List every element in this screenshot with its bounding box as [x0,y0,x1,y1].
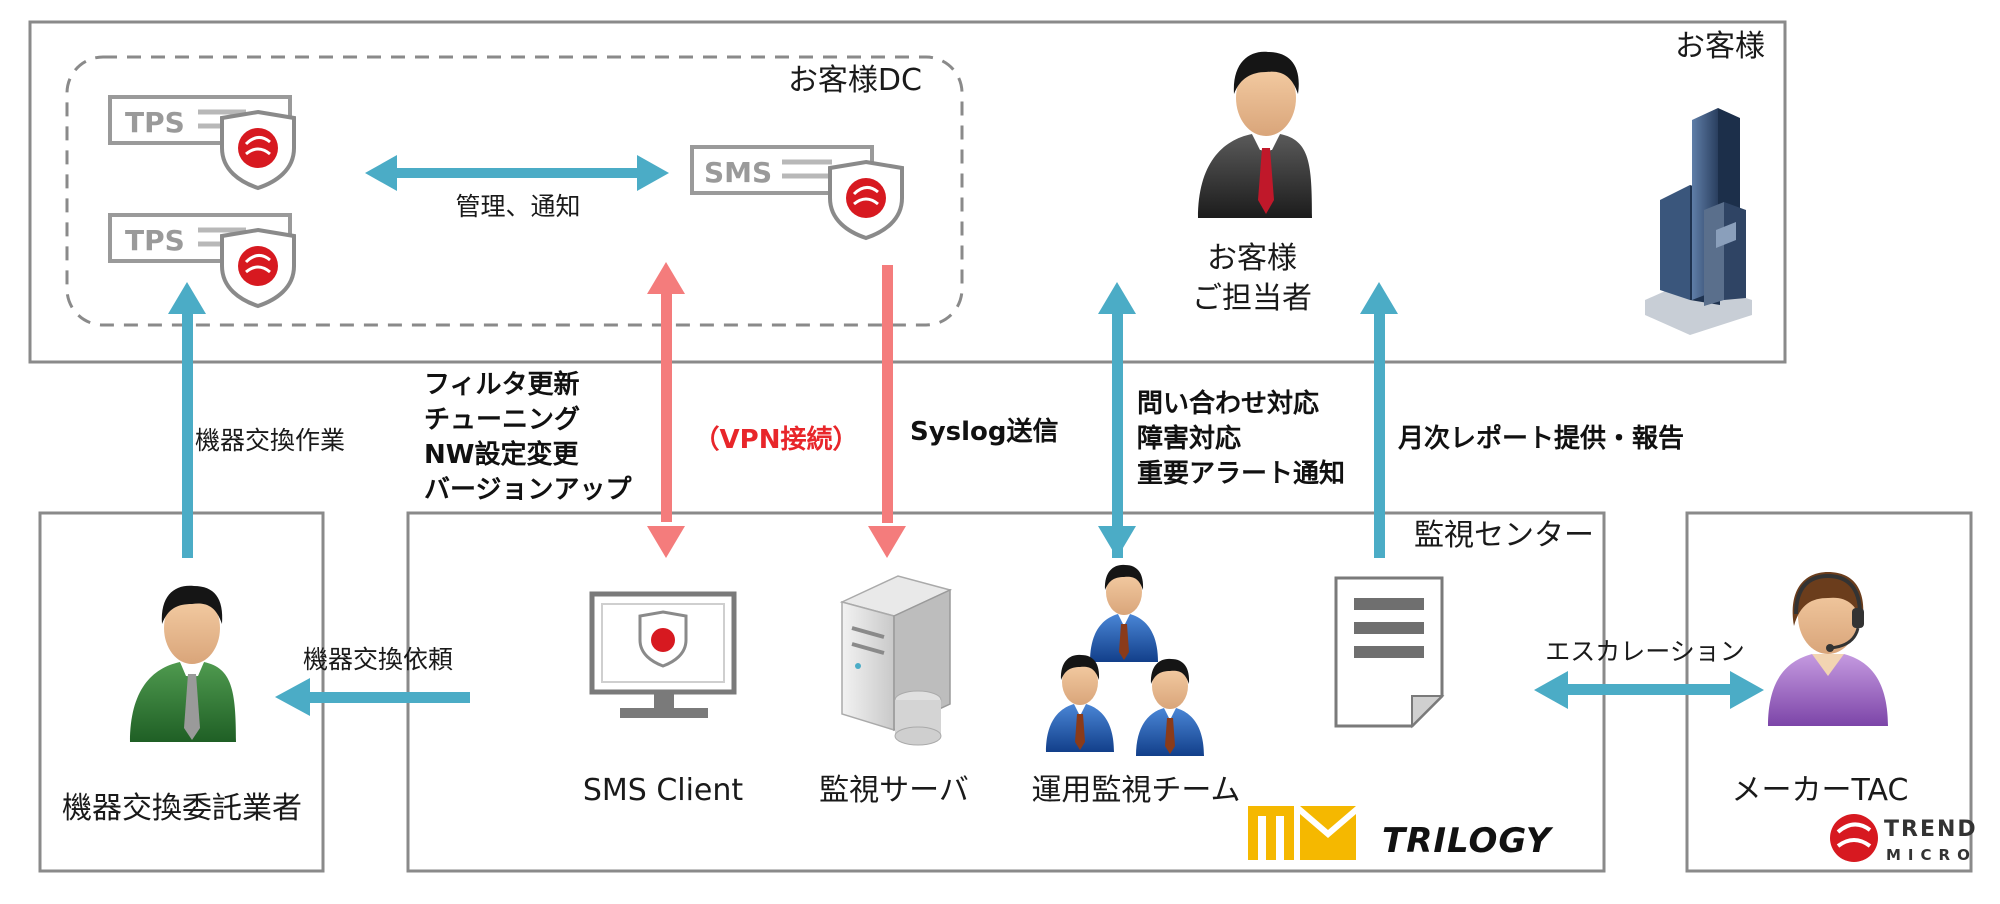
sms-client-label: SMS Client [583,773,744,808]
trend-micro-logo: TREND MICRO [1830,814,1978,864]
svg-text:MICRO: MICRO [1886,846,1977,864]
svg-text:フィルタ更新: フィルタ更新 [424,369,579,400]
monitoring-server-label: 監視サーバ [819,773,969,808]
svg-text:障害対応: 障害対応 [1137,423,1241,454]
arrow-replace-request [275,678,470,716]
trend-shield-icon [828,159,904,241]
svg-text:バージョンアップ: バージョンアップ [424,475,632,505]
svg-text:TREND: TREND [1884,817,1978,842]
building-icon [1645,108,1752,335]
svg-text:問い合わせ対応: 問い合わせ対応 [1137,388,1319,419]
sms-device: SMS [690,145,904,241]
customer-dc-region [65,55,964,327]
svg-text:SMS: SMS [704,156,772,189]
customer-contact-icon [1198,51,1312,218]
itm-logo [1248,806,1356,860]
label-replace-request: 機器交換依頼 [303,645,453,674]
report-document-icon [1334,576,1445,729]
arrow-monthly-report [1360,282,1398,558]
contractor-icon [130,585,236,742]
tps-device-1: TPS [108,95,296,191]
svg-text:TPS: TPS [125,106,185,139]
svg-text:TPS: TPS [125,224,185,257]
svg-text:重要アラート通知: 重要アラート通知 [1137,459,1345,489]
monitoring-center-label: 監視センター [1414,518,1594,553]
customer-dc-label: お客様DC [788,63,922,98]
arrow-customer-support [1098,282,1136,558]
arrow-device-replace-work [168,282,206,558]
ops-team-icon [1046,564,1204,756]
label-monthly-report: 月次レポート提供・報告 [1397,423,1684,454]
customer-region-label: お客様 [1675,29,1765,64]
label-syslog: Syslog送信 [910,417,1059,447]
arrow-escalation [1534,671,1764,709]
maker-tac-operator-icon [1768,572,1888,726]
ops-team-label: 運用監視チーム [1031,773,1240,808]
trend-shield-icon [220,227,296,309]
contractor-label: 機器交換委託業者 [62,791,302,826]
label-manage-notify: 管理、通知 [455,192,580,221]
maker-tac-label: メーカーTAC [1732,773,1909,808]
customer-contact-label-2: ご担当者 [1192,281,1312,316]
label-vpn: （VPN接続） [694,424,859,455]
trend-shield-icon [220,109,296,191]
svg-text:チューニング: チューニング [424,405,580,435]
tps-device-2: TPS [108,213,296,309]
arrow-syslog [868,265,906,558]
trilogy-logo: TRILOGY [1382,821,1554,861]
label-sms-operations: フィルタ更新 チューニング NW設定変更 バージョンアップ [424,369,632,505]
svg-text:NW設定変更: NW設定変更 [424,439,579,470]
sms-client-monitor-icon [589,591,737,718]
arrow-vpn [647,262,685,558]
label-customer-support: 問い合わせ対応 障害対応 重要アラート通知 [1137,388,1345,489]
customer-region [28,20,1787,364]
label-escalation: エスカレーション [1545,637,1745,666]
arrow-manage-notify [365,155,669,191]
customer-contact-label: お客様 [1207,241,1297,276]
label-device-replace-work: 機器交換作業 [195,426,345,455]
monitoring-server-icon [839,575,953,746]
